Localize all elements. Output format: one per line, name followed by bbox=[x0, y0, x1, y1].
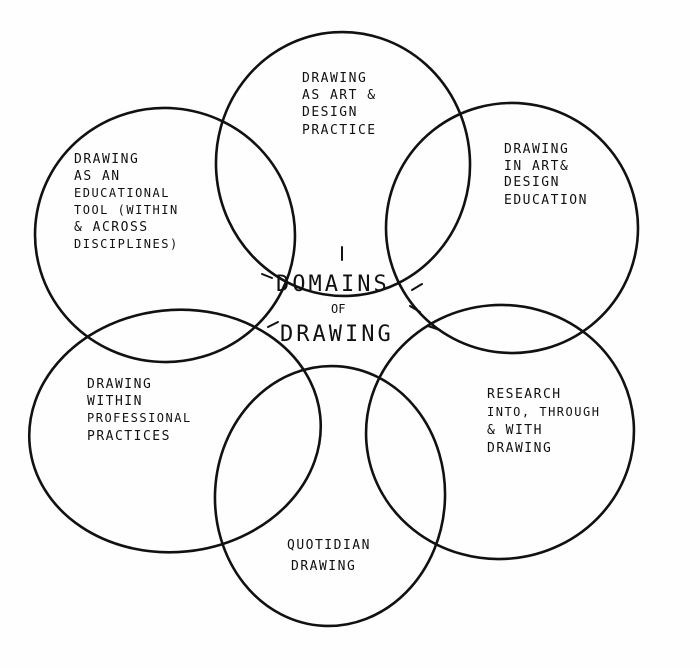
svg-text:QUOTIDIAN: QUOTIDIAN bbox=[287, 538, 371, 553]
svg-text:DRAWING: DRAWING bbox=[87, 377, 152, 392]
center-tick bbox=[411, 283, 423, 291]
domain-label-research: RESEARCH INTO, THROUGH & WITH DRAWING bbox=[487, 387, 600, 456]
domain-label-art-design-practice: DRAWING AS ART & DESIGN PRACTICE bbox=[302, 71, 377, 138]
center-label-drawing: DRAWING bbox=[280, 322, 394, 347]
center-tick bbox=[427, 325, 441, 331]
svg-text:RESEARCH: RESEARCH bbox=[487, 387, 562, 402]
svg-text:AS AN: AS AN bbox=[74, 169, 121, 184]
center-label-domains: DOMAINS bbox=[276, 272, 390, 297]
svg-text:AS ART &: AS ART & bbox=[302, 88, 377, 103]
petal-research bbox=[364, 303, 636, 561]
domain-label-quotidian: QUOTIDIAN DRAWING bbox=[287, 538, 371, 574]
svg-text:DESIGN: DESIGN bbox=[504, 175, 560, 190]
center-tick bbox=[261, 273, 273, 279]
svg-text:EDUCATION: EDUCATION bbox=[504, 193, 588, 208]
svg-text:DESIGN: DESIGN bbox=[302, 105, 358, 120]
svg-text:PRACTICES: PRACTICES bbox=[87, 429, 171, 444]
svg-text:WITHIN: WITHIN bbox=[87, 394, 143, 409]
center-tick bbox=[409, 305, 421, 313]
svg-text:PRACTICE: PRACTICE bbox=[302, 123, 377, 138]
center-label-of: OF bbox=[331, 302, 345, 316]
svg-text:IN ART&: IN ART& bbox=[504, 159, 569, 174]
domain-label-art-design-education: DRAWING IN ART& DESIGN EDUCATION bbox=[504, 142, 588, 208]
petal-educational-tool bbox=[33, 106, 297, 364]
petal-quotidian bbox=[213, 364, 447, 628]
svg-text:DRAWING: DRAWING bbox=[302, 71, 367, 86]
svg-text:TOOL (WITHIN: TOOL (WITHIN bbox=[74, 203, 179, 217]
center-tick bbox=[267, 321, 279, 328]
svg-text:& WITH: & WITH bbox=[487, 423, 543, 438]
petal-art-design-education bbox=[384, 101, 640, 355]
svg-text:DRAWING: DRAWING bbox=[291, 559, 356, 574]
domain-label-educational-tool: DRAWING AS AN EDUCATIONAL TOOL (WITHIN &… bbox=[74, 152, 179, 251]
svg-text:INTO, THROUGH: INTO, THROUGH bbox=[487, 405, 600, 419]
svg-text:DISCIPLINES): DISCIPLINES) bbox=[74, 237, 179, 251]
svg-text:DRAWING: DRAWING bbox=[504, 142, 569, 157]
petal-professional-practices bbox=[27, 308, 323, 554]
svg-text:PROFESSIONAL: PROFESSIONAL bbox=[87, 411, 192, 425]
svg-text:& ACROSS: & ACROSS bbox=[74, 220, 149, 235]
petal-art-design-practice bbox=[214, 30, 472, 298]
domain-label-professional-practices: DRAWING WITHIN PROFESSIONAL PRACTICES bbox=[87, 377, 192, 444]
svg-text:DRAWING: DRAWING bbox=[487, 441, 552, 456]
svg-text:DRAWING: DRAWING bbox=[74, 152, 139, 167]
svg-text:EDUCATIONAL: EDUCATIONAL bbox=[74, 186, 170, 200]
